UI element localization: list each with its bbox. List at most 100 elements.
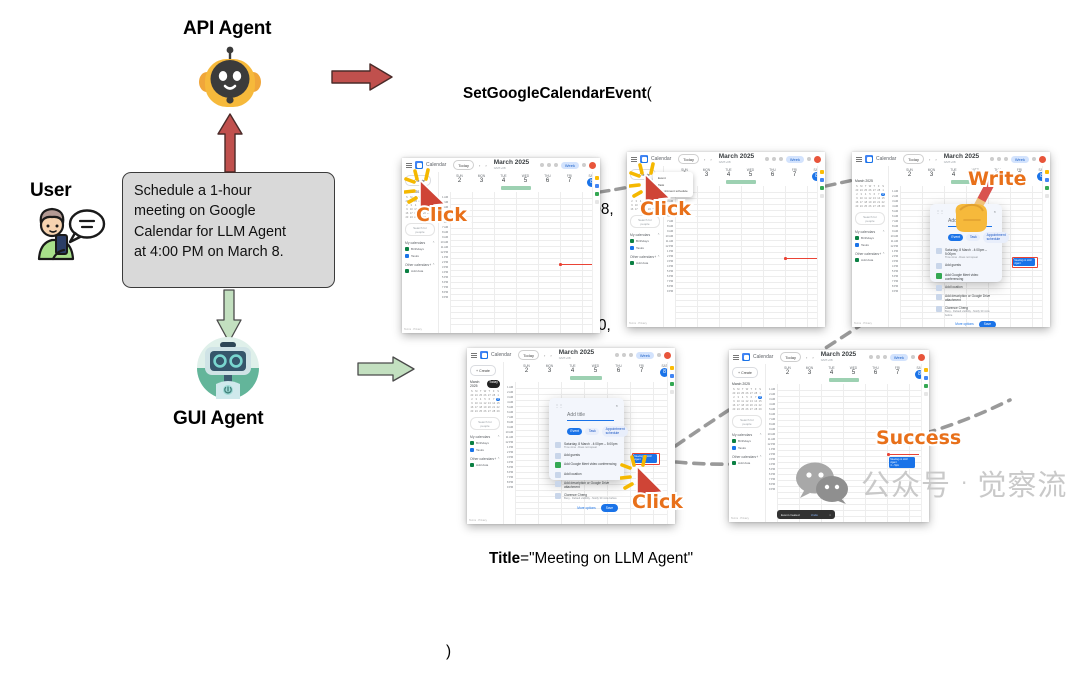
today-button[interactable]: Today <box>780 352 801 362</box>
maps-icon[interactable] <box>1044 194 1049 198</box>
mini-day[interactable]: 24 <box>859 204 863 208</box>
calendar-list-item[interactable]: Add Asia <box>855 257 885 262</box>
calendar-list-item[interactable]: Tasks <box>732 445 762 450</box>
mini-day[interactable]: 27 <box>487 409 491 413</box>
mini-day[interactable]: 24 <box>736 407 740 411</box>
maps-icon[interactable] <box>594 200 599 204</box>
mini-day[interactable]: 26 <box>418 215 422 219</box>
mini-day[interactable]: 16 <box>630 207 634 211</box>
dialog-row-when[interactable]: Saturday, 8 March ⋅ 4:00pm – 5:00pm Time… <box>555 441 618 450</box>
my-calendars-label[interactable]: My calendars⌃ <box>405 241 435 245</box>
allday-event-chip[interactable] <box>829 378 859 382</box>
mini-day[interactable]: 21 <box>427 211 431 215</box>
today-button[interactable]: Today <box>518 350 539 360</box>
mini-day[interactable]: 26 <box>745 391 749 395</box>
mini-day[interactable]: 28 <box>754 391 758 395</box>
tab-appointment[interactable]: Appointment schedule <box>602 426 629 437</box>
my-calendars-label[interactable]: My calendars⌃ <box>855 230 885 234</box>
mini-day[interactable]: 2 <box>631 200 633 203</box>
settings-icon[interactable] <box>628 353 633 357</box>
mini-day[interactable]: 13 <box>487 401 491 405</box>
mini-day[interactable]: 4 <box>741 395 744 399</box>
mini-day[interactable]: 10 <box>409 207 413 211</box>
tasks-icon[interactable] <box>594 184 599 188</box>
my-calendars-label[interactable]: My calendars⌃ <box>732 433 762 437</box>
created-event-block[interactable]: Meeting on LLM Agent 4 – 5pm <box>889 457 915 468</box>
mini-day[interactable]: 27 <box>422 215 426 219</box>
search-people-field[interactable]: Search for people <box>470 416 500 431</box>
dialog-row-location[interactable]: Add location <box>555 471 618 478</box>
dialog-row-meet[interactable]: Add Google Meet video conferencing <box>555 462 618 469</box>
chevron-down-icon[interactable]: ⌃ <box>497 435 500 440</box>
allday-event-chip[interactable] <box>726 180 756 184</box>
mini-day[interactable]: 22 <box>496 405 500 409</box>
mini-today-badge[interactable]: Today <box>486 380 500 388</box>
today-button[interactable]: Today <box>903 154 924 164</box>
screenshot-calendar-step1[interactable]: Calendar Today ‹ › March 2025 GMT+08 Wee… <box>402 158 600 333</box>
mini-day[interactable]: 14 <box>652 203 656 207</box>
contacts-icon[interactable] <box>594 192 599 196</box>
mini-day[interactable]: 22 <box>758 403 762 407</box>
mini-day[interactable]: 5 <box>484 397 486 401</box>
calendar-list-item[interactable]: Birthdays <box>470 441 500 446</box>
calendar-list-item[interactable]: Add Asia <box>630 260 660 265</box>
mini-day[interactable]: 23 <box>470 393 474 397</box>
mini-day[interactable]: 20 <box>487 405 491 409</box>
dialog-row-owner[interactable]: Clarence Cheng Busy ⋅ Default visibility… <box>936 306 996 317</box>
mini-day[interactable]: 21 <box>652 207 656 211</box>
calendar-list-item[interactable]: Tasks <box>855 242 885 247</box>
mini-day[interactable]: 3 <box>737 395 739 399</box>
keep-icon[interactable] <box>669 366 674 370</box>
search-icon[interactable] <box>764 157 769 161</box>
mini-day[interactable]: 18 <box>479 405 483 409</box>
search-people-field[interactable]: Search for people <box>732 414 762 429</box>
search-people-field[interactable]: Search for people <box>855 211 885 226</box>
mini-day[interactable]: 7 <box>754 395 757 399</box>
mini-day[interactable]: 6 <box>873 192 876 196</box>
prev-next-arrows[interactable]: ‹ › <box>703 156 714 162</box>
mini-day[interactable]: 10 <box>634 203 638 207</box>
mini-day[interactable]: 26 <box>745 407 749 411</box>
chevron-down-icon[interactable]: ⌃ <box>432 241 435 246</box>
mini-day[interactable]: 28 <box>492 409 496 413</box>
keep-icon[interactable] <box>594 176 599 180</box>
mini-day[interactable]: 29 <box>496 409 500 413</box>
calendar-list-item[interactable]: Add Asia <box>405 268 435 273</box>
contacts-icon[interactable] <box>1044 186 1049 190</box>
dialog-row-meet[interactable]: Add Google Meet video conferencing <box>936 272 996 282</box>
create-button[interactable]: + Create <box>470 365 496 376</box>
side-panel-rail[interactable] <box>921 364 929 522</box>
mini-day[interactable]: 5 <box>746 395 748 399</box>
more-options-button[interactable]: More options <box>955 322 974 327</box>
mini-day[interactable]: 3 <box>410 203 412 207</box>
plus-icon[interactable]: + ⌃ <box>756 454 762 459</box>
mini-day-selected[interactable]: 8 <box>496 397 500 402</box>
dialog-row-location[interactable]: Add location <box>936 284 996 291</box>
mini-day[interactable]: 27 <box>487 393 491 397</box>
mini-day[interactable]: 11 <box>639 203 642 207</box>
mini-day[interactable]: 25 <box>414 199 418 203</box>
tab-appointment[interactable]: Appointment schedule <box>983 232 1010 243</box>
avatar[interactable] <box>814 155 821 163</box>
event-title-input[interactable]: Add title <box>567 412 614 421</box>
mini-day[interactable]: 20 <box>749 403 753 407</box>
menu-item-appointment[interactable]: Appointment schedule <box>658 188 688 193</box>
mini-day[interactable]: 24 <box>474 393 478 397</box>
mini-day[interactable]: 27 <box>749 407 753 411</box>
search-people-field[interactable]: Search for people <box>630 215 660 229</box>
avatar[interactable] <box>664 351 671 359</box>
